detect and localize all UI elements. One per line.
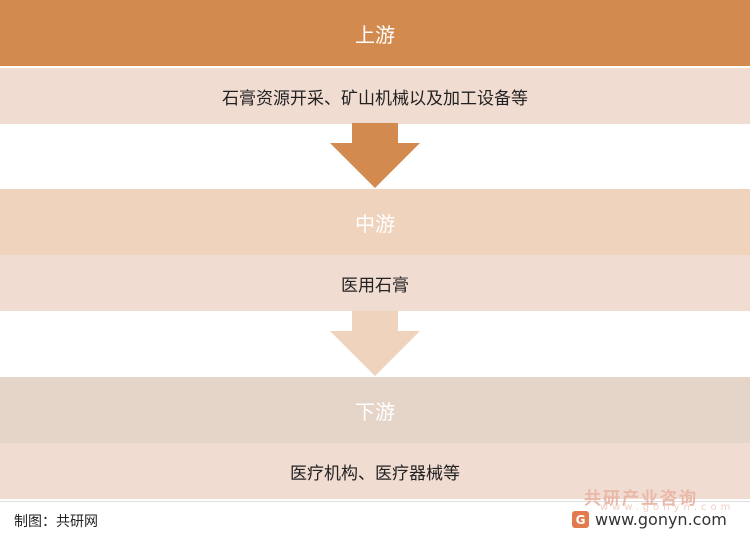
- upstream-content: 石膏资源开采、矿山机械以及加工设备等: [222, 88, 528, 109]
- watermark-text: 共研产业咨询: [584, 489, 698, 509]
- midstream-content-box: 医用石膏: [0, 255, 750, 311]
- downstream-title: 下游: [355, 399, 395, 424]
- down-arrow-2-icon: [330, 311, 420, 376]
- downstream-header: 下游: [0, 377, 750, 443]
- upstream-header: 上游: [0, 0, 750, 66]
- upstream-content-box: 石膏资源开采、矿山机械以及加工设备等: [0, 68, 750, 124]
- down-arrow-2-shape: [330, 311, 420, 376]
- downstream-content-box: 医疗机构、医疗器械等: [0, 443, 750, 499]
- downstream-content: 医疗机构、医疗器械等: [290, 463, 460, 484]
- down-arrow-1-shape: [330, 123, 420, 188]
- midstream-content: 医用石膏: [341, 275, 409, 296]
- midstream-header: 中游: [0, 189, 750, 255]
- down-arrow-1-icon: [330, 123, 420, 188]
- credit-text: 制图：共研网: [14, 514, 98, 530]
- midstream-title: 中游: [355, 211, 395, 236]
- upstream-title: 上游: [355, 22, 395, 47]
- gonyn-logo-icon: G: [572, 511, 589, 528]
- footer-divider: [0, 501, 750, 502]
- watermark-url: www.gonyn.com: [600, 502, 735, 513]
- website-link[interactable]: G www.gonyn.com: [572, 510, 727, 529]
- website-text: www.gonyn.com: [595, 510, 727, 529]
